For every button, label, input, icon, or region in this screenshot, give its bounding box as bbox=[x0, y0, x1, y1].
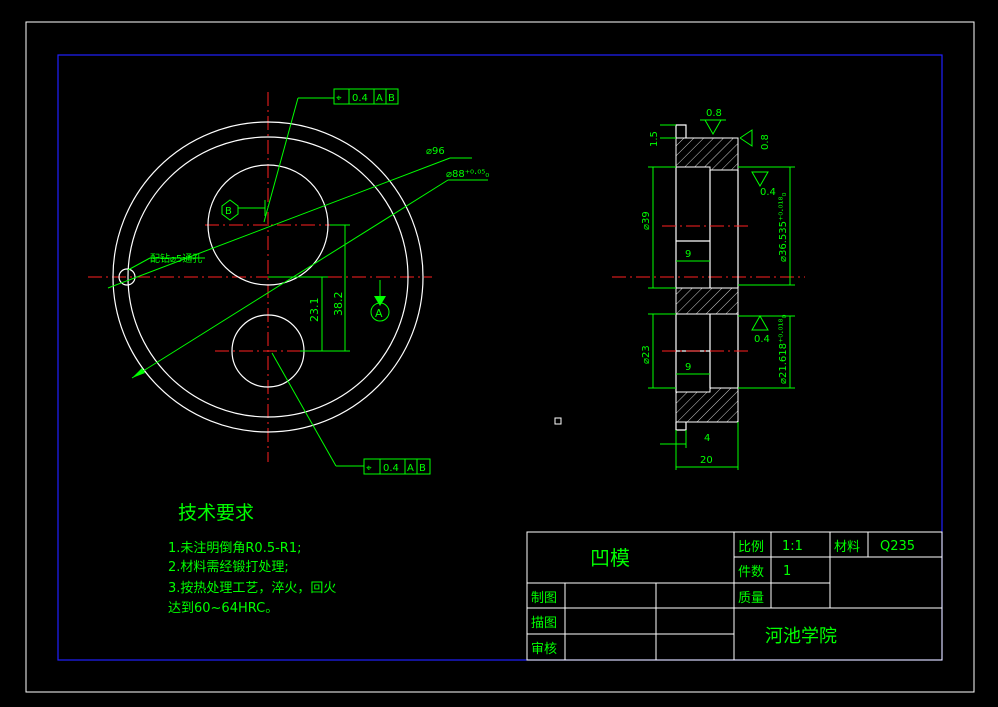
dim-4-text: 4 bbox=[704, 433, 710, 444]
outer-frame bbox=[25, 21, 975, 693]
hatch-bottom bbox=[675, 387, 739, 423]
tech-req-line-3: 3.按热处理工艺，淬火，回火 bbox=[168, 581, 336, 596]
scale-label: 比例 bbox=[738, 540, 764, 555]
pos-tol-top-symbol: ⌖ bbox=[336, 93, 342, 104]
drawing-title: 凹模 bbox=[590, 546, 630, 570]
pos-tol-top-leader bbox=[263, 97, 299, 223]
dim-d36-text: ⌀36.535⁺⁰·⁰¹⁸₀ bbox=[778, 192, 789, 262]
dim-d23-text: ⌀23 bbox=[641, 345, 652, 364]
datum-a-triangle bbox=[374, 296, 386, 306]
rough-mid-symbol bbox=[751, 171, 769, 188]
pos-tol-top-value: 0.4 bbox=[352, 93, 368, 104]
pos-tol-bottom-frame: ⌖ 0.4 A B bbox=[363, 458, 431, 475]
hatch-center bbox=[675, 287, 739, 315]
check-label: 审核 bbox=[531, 642, 557, 657]
tech-requirements: 技术要求 1.未注明倒角R0.5-R1; 2.材料需经锻打处理; 3.按热处理工… bbox=[168, 502, 336, 616]
tech-req-line-4: 达到60~64HRC。 bbox=[168, 601, 278, 616]
dim-d88-text: ⌀88⁺⁰·⁰⁵₀ bbox=[446, 169, 489, 180]
dim-9b-text: 9 bbox=[685, 362, 691, 373]
datum-b-hexagon bbox=[221, 199, 239, 221]
school-name: 河池学院 bbox=[765, 626, 837, 647]
dim-d96-text: ⌀96 bbox=[426, 146, 445, 157]
title-block: 凹模 比例 1:1 材料 Q235 件数 1 质量 制图 描图 审核 河池学院 bbox=[526, 531, 943, 661]
mass-label: 质量 bbox=[738, 591, 764, 606]
dim-1-5-text: 1.5 bbox=[649, 131, 660, 147]
tech-req-line-2: 2.材料需经锻打处理; bbox=[168, 560, 289, 575]
pos-tol-bottom-datum-a: A bbox=[407, 463, 414, 474]
outer-circle-d96 bbox=[112, 121, 424, 433]
pos-tol-bottom-leader bbox=[271, 352, 337, 467]
rough-mid-text: 0.4 bbox=[760, 187, 776, 198]
count-value: 1 bbox=[783, 564, 791, 579]
dim-d21-text: ⌀21.618⁺⁰·⁰¹⁸₀ bbox=[778, 314, 789, 384]
dim-9a-text: 9 bbox=[685, 249, 691, 260]
upper-hole bbox=[207, 164, 329, 286]
scale-value: 1:1 bbox=[782, 539, 803, 554]
rough-right-symbol bbox=[739, 129, 753, 147]
draw-label: 制图 bbox=[531, 591, 557, 606]
pos-tol-top-frame: ⌖ 0.4 A B bbox=[333, 88, 399, 105]
datum-a-circle bbox=[370, 302, 390, 322]
rough-low-symbol bbox=[751, 314, 769, 331]
pos-tol-bottom-datum-b: B bbox=[419, 463, 426, 474]
pos-tol-top-datum-a: A bbox=[376, 93, 383, 104]
dim-d39-text: ⌀39 bbox=[641, 211, 652, 230]
pos-tol-bottom-value: 0.4 bbox=[383, 463, 399, 474]
datum-a-text: A bbox=[375, 307, 383, 320]
trace-label: 描图 bbox=[531, 616, 557, 631]
small-drill-hole bbox=[118, 268, 136, 286]
dim-38-2-text: 38.2 bbox=[332, 292, 345, 317]
inner-frame bbox=[57, 54, 943, 661]
material-label: 材料 bbox=[834, 540, 860, 555]
rough-top-symbol bbox=[704, 119, 722, 136]
dim-23-1-text: 23.1 bbox=[308, 298, 321, 323]
pos-tol-bottom-symbol: ⌖ bbox=[366, 463, 372, 474]
hole-note-text: 配钻⌀5通孔 bbox=[150, 252, 202, 265]
pos-tol-top-datum-b: B bbox=[388, 93, 395, 104]
leader-hole-note bbox=[127, 257, 151, 271]
material-value: Q235 bbox=[880, 539, 915, 554]
arrow-d88 bbox=[132, 368, 145, 378]
inner-circle-d88 bbox=[127, 136, 409, 418]
leader-d88 bbox=[131, 179, 449, 379]
count-label: 件数 bbox=[738, 565, 764, 580]
hatch-top-flange bbox=[675, 137, 739, 171]
rough-low-text: 0.4 bbox=[754, 334, 770, 345]
tech-req-line-1: 1.未注明倒角R0.5-R1; bbox=[168, 541, 302, 556]
rough-right-text: 0.8 bbox=[760, 134, 771, 150]
cursor-marker bbox=[554, 417, 562, 425]
tech-req-heading: 技术要求 bbox=[178, 502, 254, 524]
section-view: 0.8 0.8 0.4 0.4 1.5 ⌀39 ⌀36.535⁺⁰·⁰¹⁸₀ 9… bbox=[612, 108, 805, 470]
leader-d96 bbox=[107, 157, 451, 289]
front-view: ⌀96 ⌀88⁺⁰·⁰⁵₀ 配钻⌀5通孔 23.1 38.2 A B bbox=[88, 88, 489, 475]
dim-20-text: 20 bbox=[700, 455, 713, 466]
datum-b-text: B bbox=[225, 206, 232, 217]
rough-top-text: 0.8 bbox=[706, 108, 722, 119]
